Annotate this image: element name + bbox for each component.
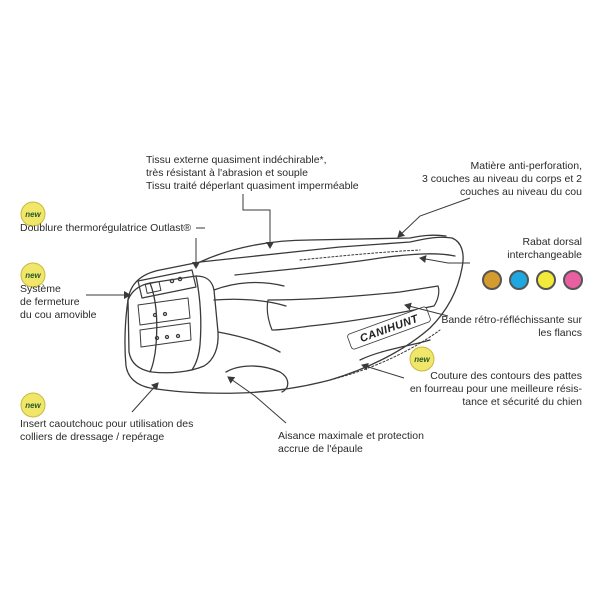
new-badge-icon: new (20, 392, 46, 418)
new-badge-icon: new (409, 346, 435, 372)
neck-strap (137, 269, 197, 299)
shoulder-callout: Aisance maximale et protection accrue de… (278, 430, 424, 455)
neck-closure-callout: Système de fermeture du cou amovible (20, 283, 97, 321)
reflective-callout: Bande rétro-réfléchissante sur les flanc… (441, 314, 582, 339)
dog-vest-illustration (124, 234, 464, 394)
dorsal-flap-leader (419, 255, 470, 264)
svg-text:new: new (414, 355, 430, 364)
vest-back-fold (199, 234, 447, 263)
shoulder-leader (227, 376, 287, 424)
vest-body-outline (124, 236, 464, 394)
new-badge-icon: new (20, 201, 46, 227)
anti-perforation-callout: Matière anti-perforation, 3 couches au n… (422, 160, 582, 198)
color-swatch-orange (482, 270, 502, 290)
color-swatch-yellow (536, 270, 556, 290)
fabric-leader (242, 194, 274, 249)
reflective-leader (404, 302, 449, 317)
callout-leaders (86, 194, 471, 424)
svg-text:new: new (25, 401, 41, 410)
color-swatch-blue (509, 270, 529, 290)
new-badge-icon: new (20, 262, 46, 288)
rubber-insert-callout: Insert caoutchouc pour utilisation des c… (20, 418, 194, 443)
leg-seams-callout: Couture des contours des pattes en fourr… (409, 370, 582, 408)
dorsal-flap-callout: Rabat dorsal interchangeable (507, 236, 582, 261)
reflective-band (266, 285, 440, 331)
svg-text:new: new (25, 210, 41, 219)
neck-section-outline (127, 275, 219, 374)
fabric-callout: Tissu externe quasiment indéchirable*, t… (146, 154, 359, 192)
anti-perforation-leader (397, 197, 471, 238)
front-leg-opening (225, 365, 289, 393)
svg-text:new: new (25, 271, 41, 280)
color-swatch-pink (563, 270, 583, 290)
leg-seams-leader (361, 362, 405, 379)
lining-callout: Doublure thermorégulatrice Outlast® (20, 222, 192, 234)
rubber-insert-leader (131, 382, 159, 413)
rear-leg-opening (359, 339, 431, 361)
